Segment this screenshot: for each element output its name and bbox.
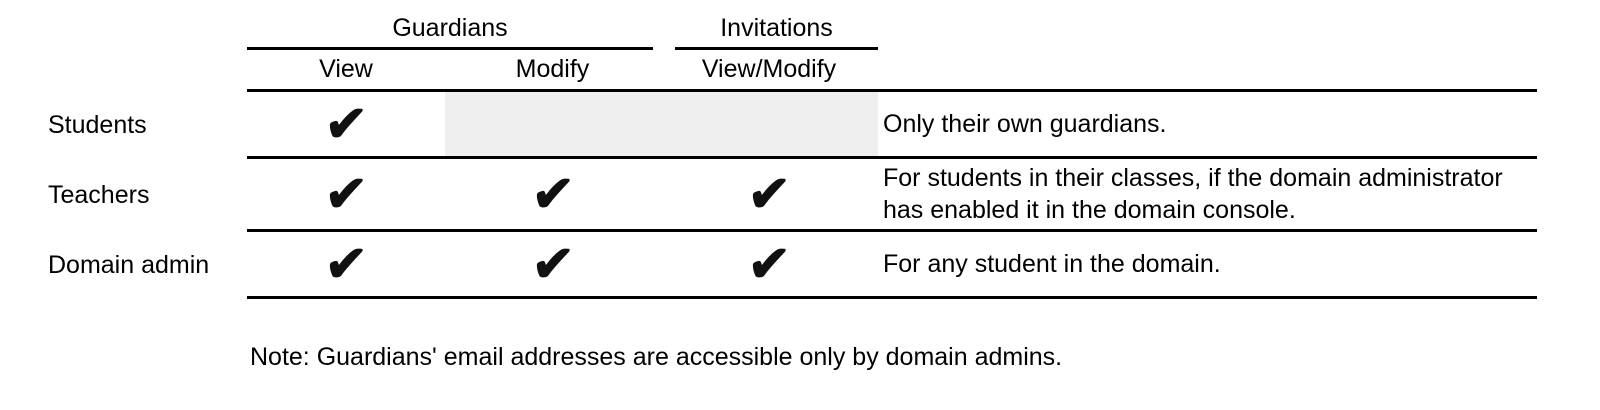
domain-admin-guardians-modify-cell: ✔: [445, 232, 660, 299]
students-note: Only their own guardians.: [878, 92, 1537, 159]
domain-admin-note-text: For any student in the domain.: [883, 249, 1221, 278]
column-group-guardians: Guardians: [247, 0, 653, 50]
students-note-text: Only their own guardians.: [883, 109, 1167, 138]
check-icon: ✔: [529, 166, 576, 222]
column-header-modify: Modify: [445, 50, 660, 92]
check-icon: ✔: [529, 236, 576, 292]
row-label-students: Students: [0, 92, 247, 159]
row-label-students-text: Students: [48, 111, 147, 139]
teachers-note: For students in their classes, if the do…: [878, 159, 1537, 232]
column-header-view: View: [247, 50, 445, 92]
footnote: Note: Guardians' email addresses are acc…: [250, 343, 1063, 371]
teachers-invitations-cell: ✔: [660, 159, 878, 232]
check-icon: ✔: [323, 166, 369, 222]
column-header-view-modify-label: View/Modify: [701, 55, 837, 83]
teachers-guardians-modify-cell: ✔: [445, 159, 660, 232]
domain-admin-invitations-cell: ✔: [660, 232, 878, 299]
column-group-invitations-label: Invitations: [720, 14, 833, 42]
corner-spacer: [0, 0, 247, 50]
permissions-table: Guardians Invitations View Modify View/M…: [0, 0, 1537, 299]
teachers-note-text: For students in their classes, if the do…: [883, 163, 1503, 225]
column-group-guardians-label: Guardians: [392, 14, 508, 42]
row-label-teachers-text: Teachers: [48, 181, 150, 209]
domain-admin-guardians-view-cell: ✔: [247, 232, 445, 299]
column-header-view-label: View: [319, 55, 373, 83]
group-row-notes-spacer: [878, 0, 1537, 50]
column-header-view-modify: View/Modify: [660, 50, 878, 92]
domain-admin-note: For any student in the domain.: [878, 232, 1537, 299]
students-guardians-view-cell: ✔: [247, 92, 445, 159]
row-label-domain-admin-text: Domain admin: [48, 251, 210, 279]
row-label-teachers: Teachers: [0, 159, 247, 232]
check-icon: ✔: [746, 236, 792, 292]
check-icon: ✔: [323, 96, 369, 152]
column-header-modify-label: Modify: [515, 55, 590, 83]
students-modify-disabled-cell: [445, 92, 878, 159]
check-icon: ✔: [323, 236, 369, 292]
column-group-invitations: Invitations: [675, 0, 878, 50]
row-label-domain-admin: Domain admin: [0, 232, 247, 299]
check-icon: ✔: [746, 166, 792, 222]
subheader-row-spacer: [0, 50, 247, 92]
column-header-notes-spacer: [878, 50, 1537, 92]
teachers-guardians-view-cell: ✔: [247, 159, 445, 232]
